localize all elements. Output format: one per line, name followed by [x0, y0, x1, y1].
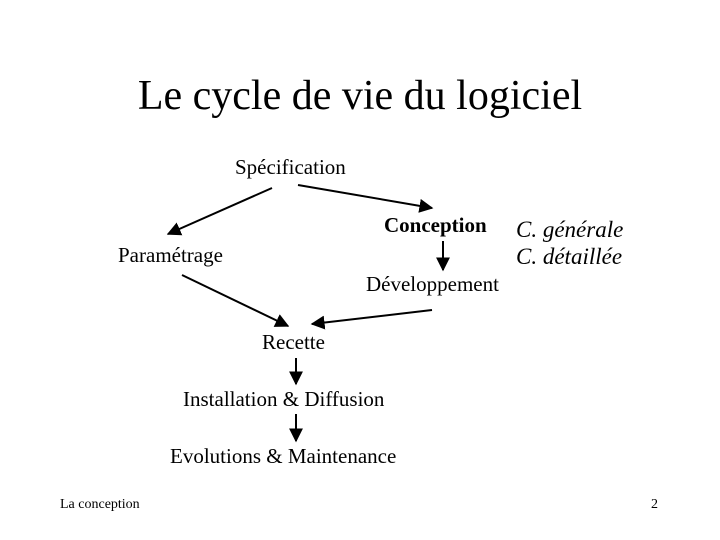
arrow-developpement-to-recette: [310, 309, 433, 330]
node-parametrage: Paramétrage: [118, 243, 223, 267]
node-installation-diffusion: Installation & Diffusion: [183, 387, 385, 411]
slide-title: Le cycle de vie du logiciel: [137, 73, 583, 119]
node-conception-generale: C. générale: [516, 217, 624, 242]
arrow-specification-to-conception: [297, 184, 434, 213]
footer-label: La conception: [60, 497, 140, 512]
node-evolutions-maintenance: Evolutions & Maintenance: [170, 444, 397, 468]
node-conception-detaillee: C. détaillée: [516, 244, 623, 269]
arrow-specification-to-parametrage: [166, 187, 273, 236]
node-conception: Conception: [384, 213, 487, 237]
node-recette: Recette: [262, 330, 325, 354]
node-specification: Spécification: [235, 155, 346, 179]
arrow-parametrage-to-recette: [181, 274, 290, 327]
node-developpement: Développement: [366, 272, 499, 296]
page-number: 2: [651, 497, 658, 512]
